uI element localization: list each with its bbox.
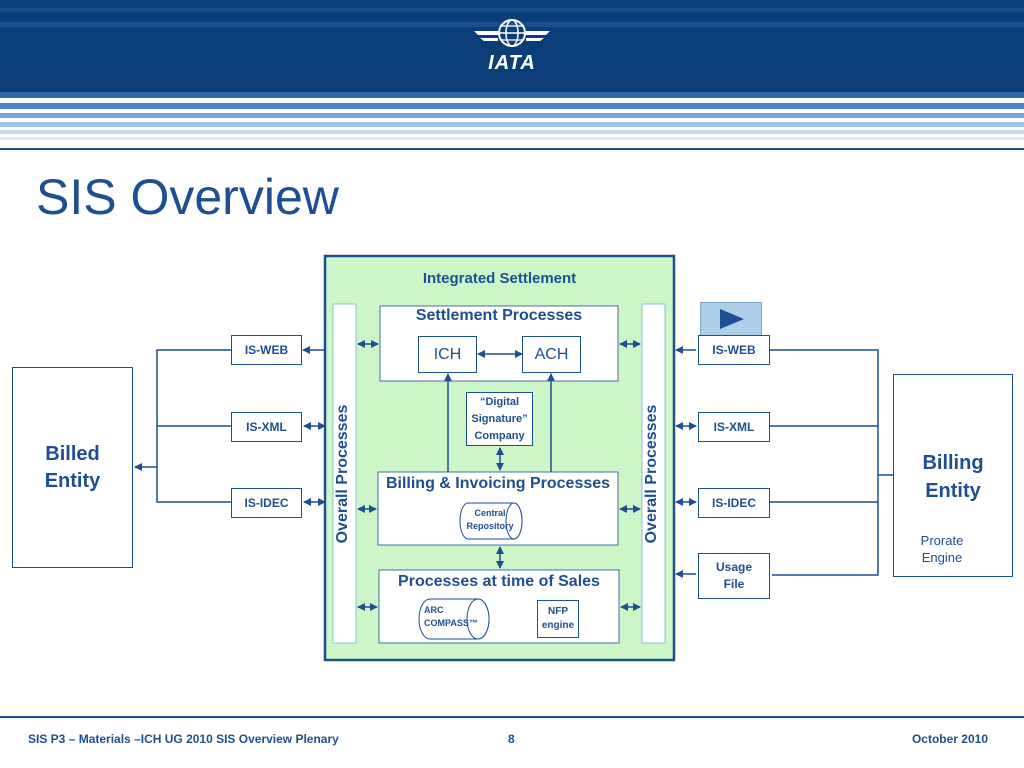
header-banner: [0, 0, 1024, 150]
usage-file-line-1: Usage: [715, 560, 753, 574]
digital-signature-line-3: Company: [474, 429, 525, 442]
footer-rule: [0, 716, 1024, 718]
central-repository-line-2: Repository: [466, 521, 514, 531]
digital-signature-company-box: “Digital Signature” Company: [466, 392, 533, 446]
prorate-engine-label: Prorate Engine: [909, 532, 975, 566]
footer-date: October 2010: [911, 732, 988, 746]
central-repository-line-1: Central: [474, 508, 506, 518]
usage-file-line-2: File: [723, 577, 745, 591]
sales-processes-heading: Processes at time of Sales: [398, 573, 600, 590]
usage-file-box: Usage File: [698, 553, 770, 599]
iata-logo: IATA: [470, 18, 554, 78]
overall-processes-left-label: Overall Processes: [334, 404, 351, 544]
billing-entity-line-1: Billing: [922, 452, 984, 474]
is-web-left-box: IS-WEB: [231, 335, 302, 365]
right-bracket: [770, 349, 879, 576]
arc-compass-cylinder-icon: [418, 598, 490, 640]
digital-signature-line-1: “Digital: [479, 395, 520, 408]
left-bracket: [156, 349, 231, 503]
nfp-engine-box: NFP engine: [537, 600, 579, 638]
is-idec-left-box: IS-IDEC: [231, 488, 302, 518]
prorate-engine-line-1: Prorate: [920, 533, 964, 548]
settlement-processes-heading: Settlement Processes: [415, 307, 583, 324]
overall-processes-right-label: Overall Processes: [643, 404, 660, 544]
play-button[interactable]: [700, 302, 762, 336]
sales-processes-box: [378, 569, 620, 644]
nfp-engine-line-2: engine: [541, 620, 575, 631]
billed-entity-box: Billed Entity: [12, 367, 133, 568]
globe-wings-icon: [474, 19, 550, 47]
is-web-right-box: IS-WEB: [698, 335, 770, 365]
page-title: SIS Overview: [36, 169, 339, 225]
page-number: 8: [508, 732, 515, 746]
central-repository-label: Central Repository: [462, 507, 518, 533]
footer-title: SIS P3 – Materials –ICH UG 2010 SIS Over…: [28, 732, 339, 746]
billing-processes-heading: Billing & Invoicing Processes: [385, 475, 611, 492]
is-xml-right-box: IS-XML: [698, 412, 770, 442]
overall-processes-left-column: [332, 303, 357, 644]
arc-compass-label: ARC COMPASS™: [424, 604, 494, 630]
is-xml-left-box: IS-XML: [231, 412, 302, 442]
billing-entity-box: Billing Entity: [893, 374, 1013, 577]
billed-entity-line-1: Billed: [45, 442, 100, 465]
arc-compass-line-2: COMPASS™: [424, 618, 478, 628]
ach-box: ACH: [522, 336, 581, 373]
arc-compass-line-1: ARC: [424, 605, 444, 615]
ich-box: ICH: [418, 336, 477, 373]
billed-entity-line-2: Entity: [44, 469, 101, 492]
digital-signature-line-2: Signature”: [471, 412, 528, 425]
billing-entity-line-2: Entity: [925, 480, 981, 502]
integrated-settlement-heading: Integrated Settlement: [422, 270, 577, 287]
nfp-engine-line-1: NFP: [548, 606, 568, 617]
logo-text: IATA: [488, 52, 536, 74]
is-idec-right-box: IS-IDEC: [698, 488, 770, 518]
prorate-engine-line-2: Engine: [921, 550, 963, 565]
central-repository-cylinder-icon: [459, 502, 523, 540]
overall-processes-right-column: [641, 303, 666, 644]
